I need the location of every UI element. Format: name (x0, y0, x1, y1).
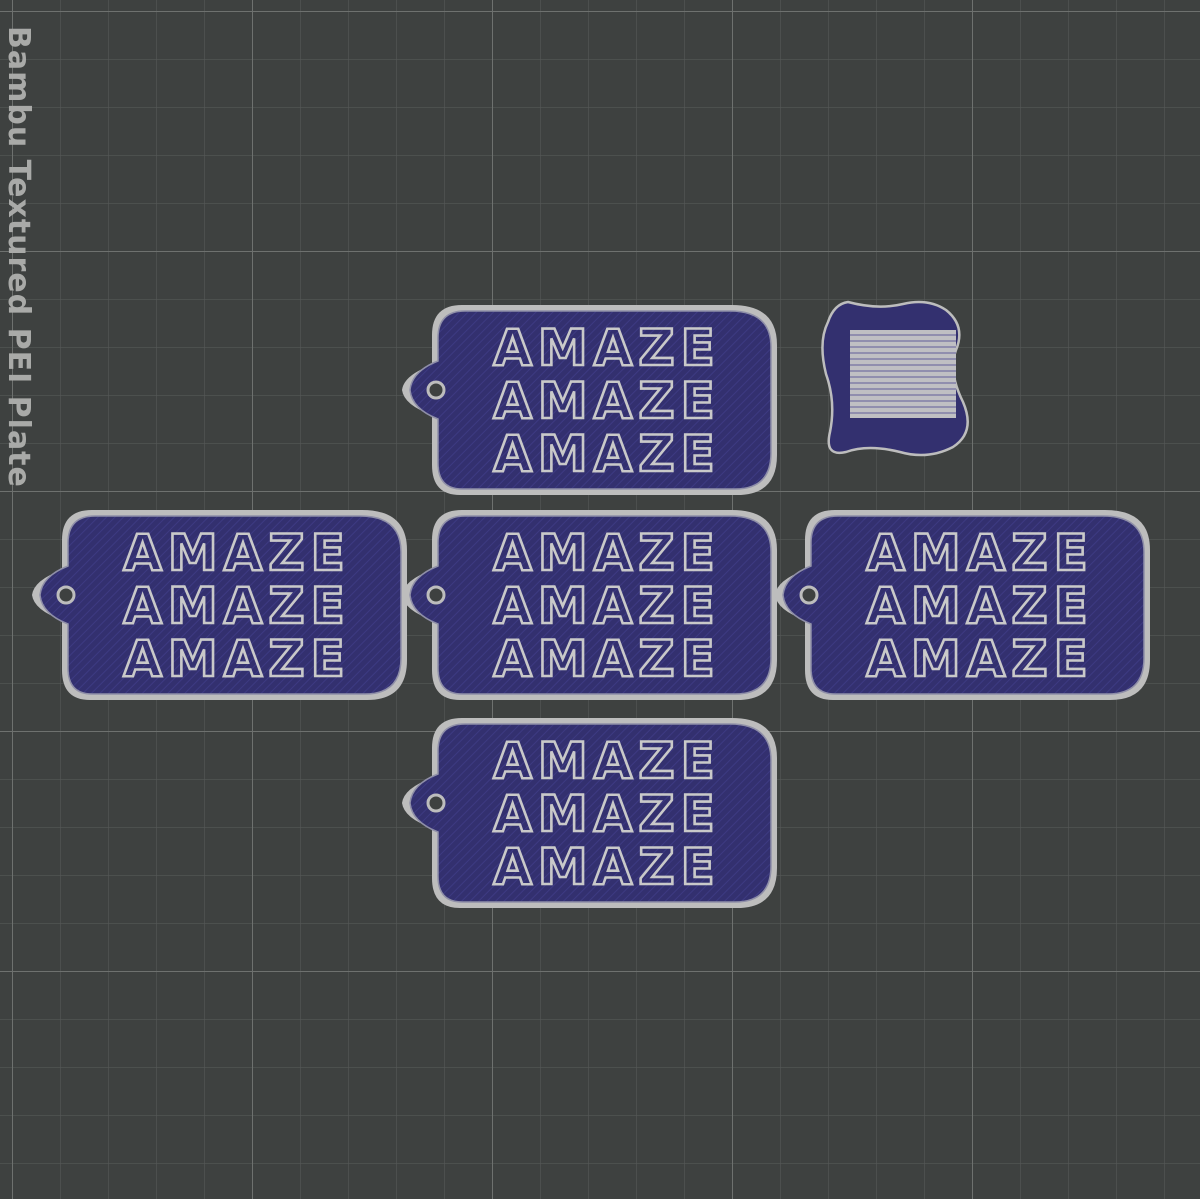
keychain-left-text-line: AMAZE (123, 630, 351, 688)
keychain-left-text-line: AMAZE (123, 577, 351, 635)
keychain-right-text-line: AMAZE (866, 630, 1094, 688)
keychain-right-hole (799, 585, 819, 605)
keychain-right-text-line: AMAZE (866, 524, 1094, 582)
keychain-center-text-line: AMAZE (493, 577, 721, 635)
purge-square[interactable] (821, 300, 969, 457)
keychain-center-text-line: AMAZE (493, 630, 721, 688)
keychain-right-body (782, 515, 1145, 695)
keychain-center-text-line: AMAZE (493, 524, 721, 582)
keychain-left-body (39, 515, 402, 695)
keychain-top-hole (426, 380, 446, 400)
keychain-top-text-line: AMAZE (493, 425, 721, 483)
keychain-bottom-text-line: AMAZE (493, 732, 721, 790)
keychain-center-body (409, 515, 772, 695)
keychain-bottom-body (409, 723, 772, 903)
keychain-left-text-line: AMAZE (123, 524, 351, 582)
keychain-bottom-text-line: AMAZE (493, 785, 721, 843)
purge-square-infill (850, 330, 956, 418)
keychain-top-body (409, 310, 772, 490)
keychain-bottom-hole (426, 793, 446, 813)
keychain-left-hole (56, 585, 76, 605)
plate-label: Bambu Textured PEI Plate (1, 26, 36, 488)
keychain-bottom-text-line: AMAZE (493, 838, 721, 896)
keychain-right-text-line: AMAZE (866, 577, 1094, 635)
keychain-center-hole (426, 585, 446, 605)
keychain-top-text-line: AMAZE (493, 372, 721, 430)
keychain-top-text-line: AMAZE (493, 319, 721, 377)
